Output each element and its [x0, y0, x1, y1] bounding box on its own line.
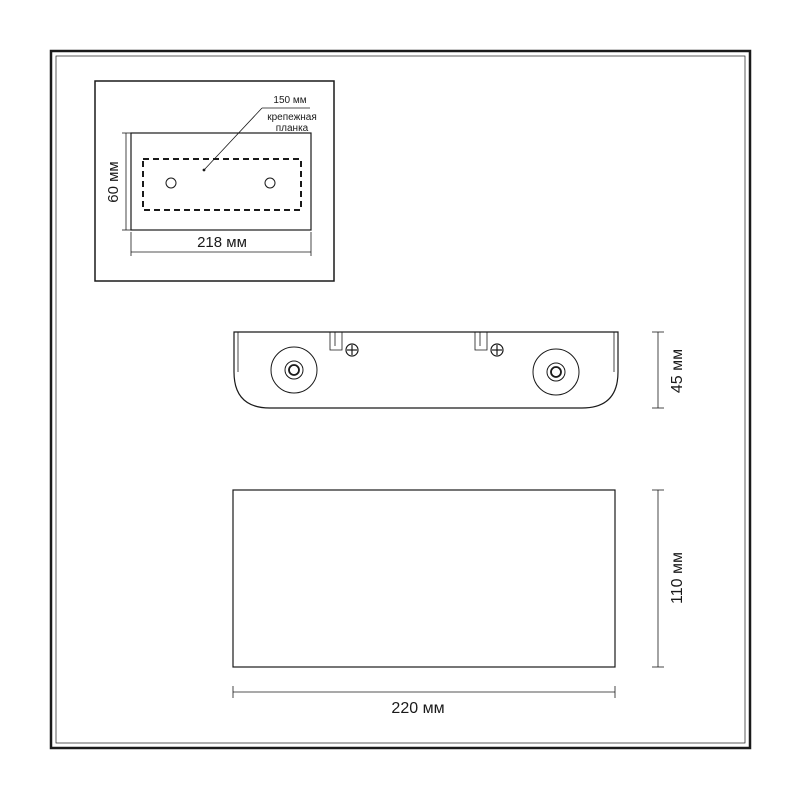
front-width-label: 220 мм	[391, 700, 444, 717]
mounting-bar-dashed	[142, 158, 302, 211]
drawing-frame	[49, 49, 752, 750]
note-leader-line	[203, 107, 263, 171]
mounting-boss-left	[270, 346, 318, 394]
note-dimension-label: 150 мм	[273, 95, 306, 106]
front-width-dimension	[232, 686, 616, 698]
mounting-boss-right	[532, 348, 580, 396]
front-view-body	[232, 489, 616, 668]
side-height-label: 45 мм	[669, 349, 686, 393]
plate-outline	[130, 132, 312, 231]
note-label-line2: планка	[276, 123, 309, 134]
note-label-line1: крепежная	[267, 112, 317, 123]
mounting-hole-left	[165, 177, 177, 189]
side-view: 45 мм	[233, 331, 686, 409]
front-height-label: 110 мм	[669, 552, 686, 604]
side-height-dimension	[652, 331, 664, 409]
inset-height-dimension	[122, 132, 131, 231]
note-leader-dot	[202, 168, 206, 172]
front-view: 110 мм 220 мм	[232, 489, 686, 717]
bracket-screw-right	[474, 332, 504, 357]
side-view-body	[233, 331, 619, 409]
inset-height-label: 60 мм	[105, 161, 122, 202]
front-height-dimension	[652, 489, 664, 668]
mounting-plate-inset: 60 мм 218 мм 150 мм крепежная планка	[94, 80, 335, 282]
inset-width-dimension	[130, 232, 312, 256]
mounting-hole-right	[264, 177, 276, 189]
inset-width-label: 218 мм	[197, 234, 247, 251]
bracket-screw-left	[329, 332, 359, 357]
